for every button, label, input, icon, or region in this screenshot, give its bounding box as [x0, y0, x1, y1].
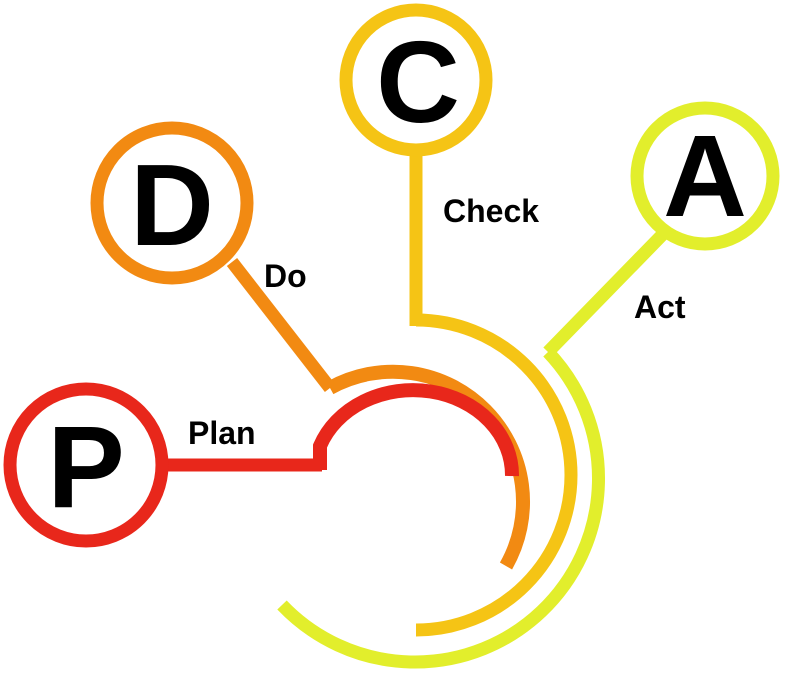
do-circle	[90, 121, 254, 285]
plan-label: Plan	[188, 415, 256, 451]
act-stage: A Act	[277, 101, 780, 669]
check-stage: C Check	[339, 3, 578, 637]
do-stage: D Do	[90, 121, 530, 570]
do-connector	[226, 258, 336, 392]
check-label: Check	[443, 193, 539, 229]
check-arc	[415, 313, 578, 637]
do-letter: D	[130, 140, 214, 270]
plan-circle	[3, 382, 169, 548]
act-connector	[543, 227, 670, 357]
plan-arc	[313, 383, 520, 477]
plan-letter: P	[47, 402, 124, 532]
check-letter: C	[376, 17, 460, 147]
do-label: Do	[264, 258, 307, 294]
check-circle	[339, 3, 493, 157]
plan-stage: P Plan	[3, 382, 520, 548]
act-arc	[277, 347, 605, 669]
act-label: Act	[634, 289, 686, 325]
act-letter: A	[663, 111, 747, 241]
act-circle	[630, 101, 780, 251]
